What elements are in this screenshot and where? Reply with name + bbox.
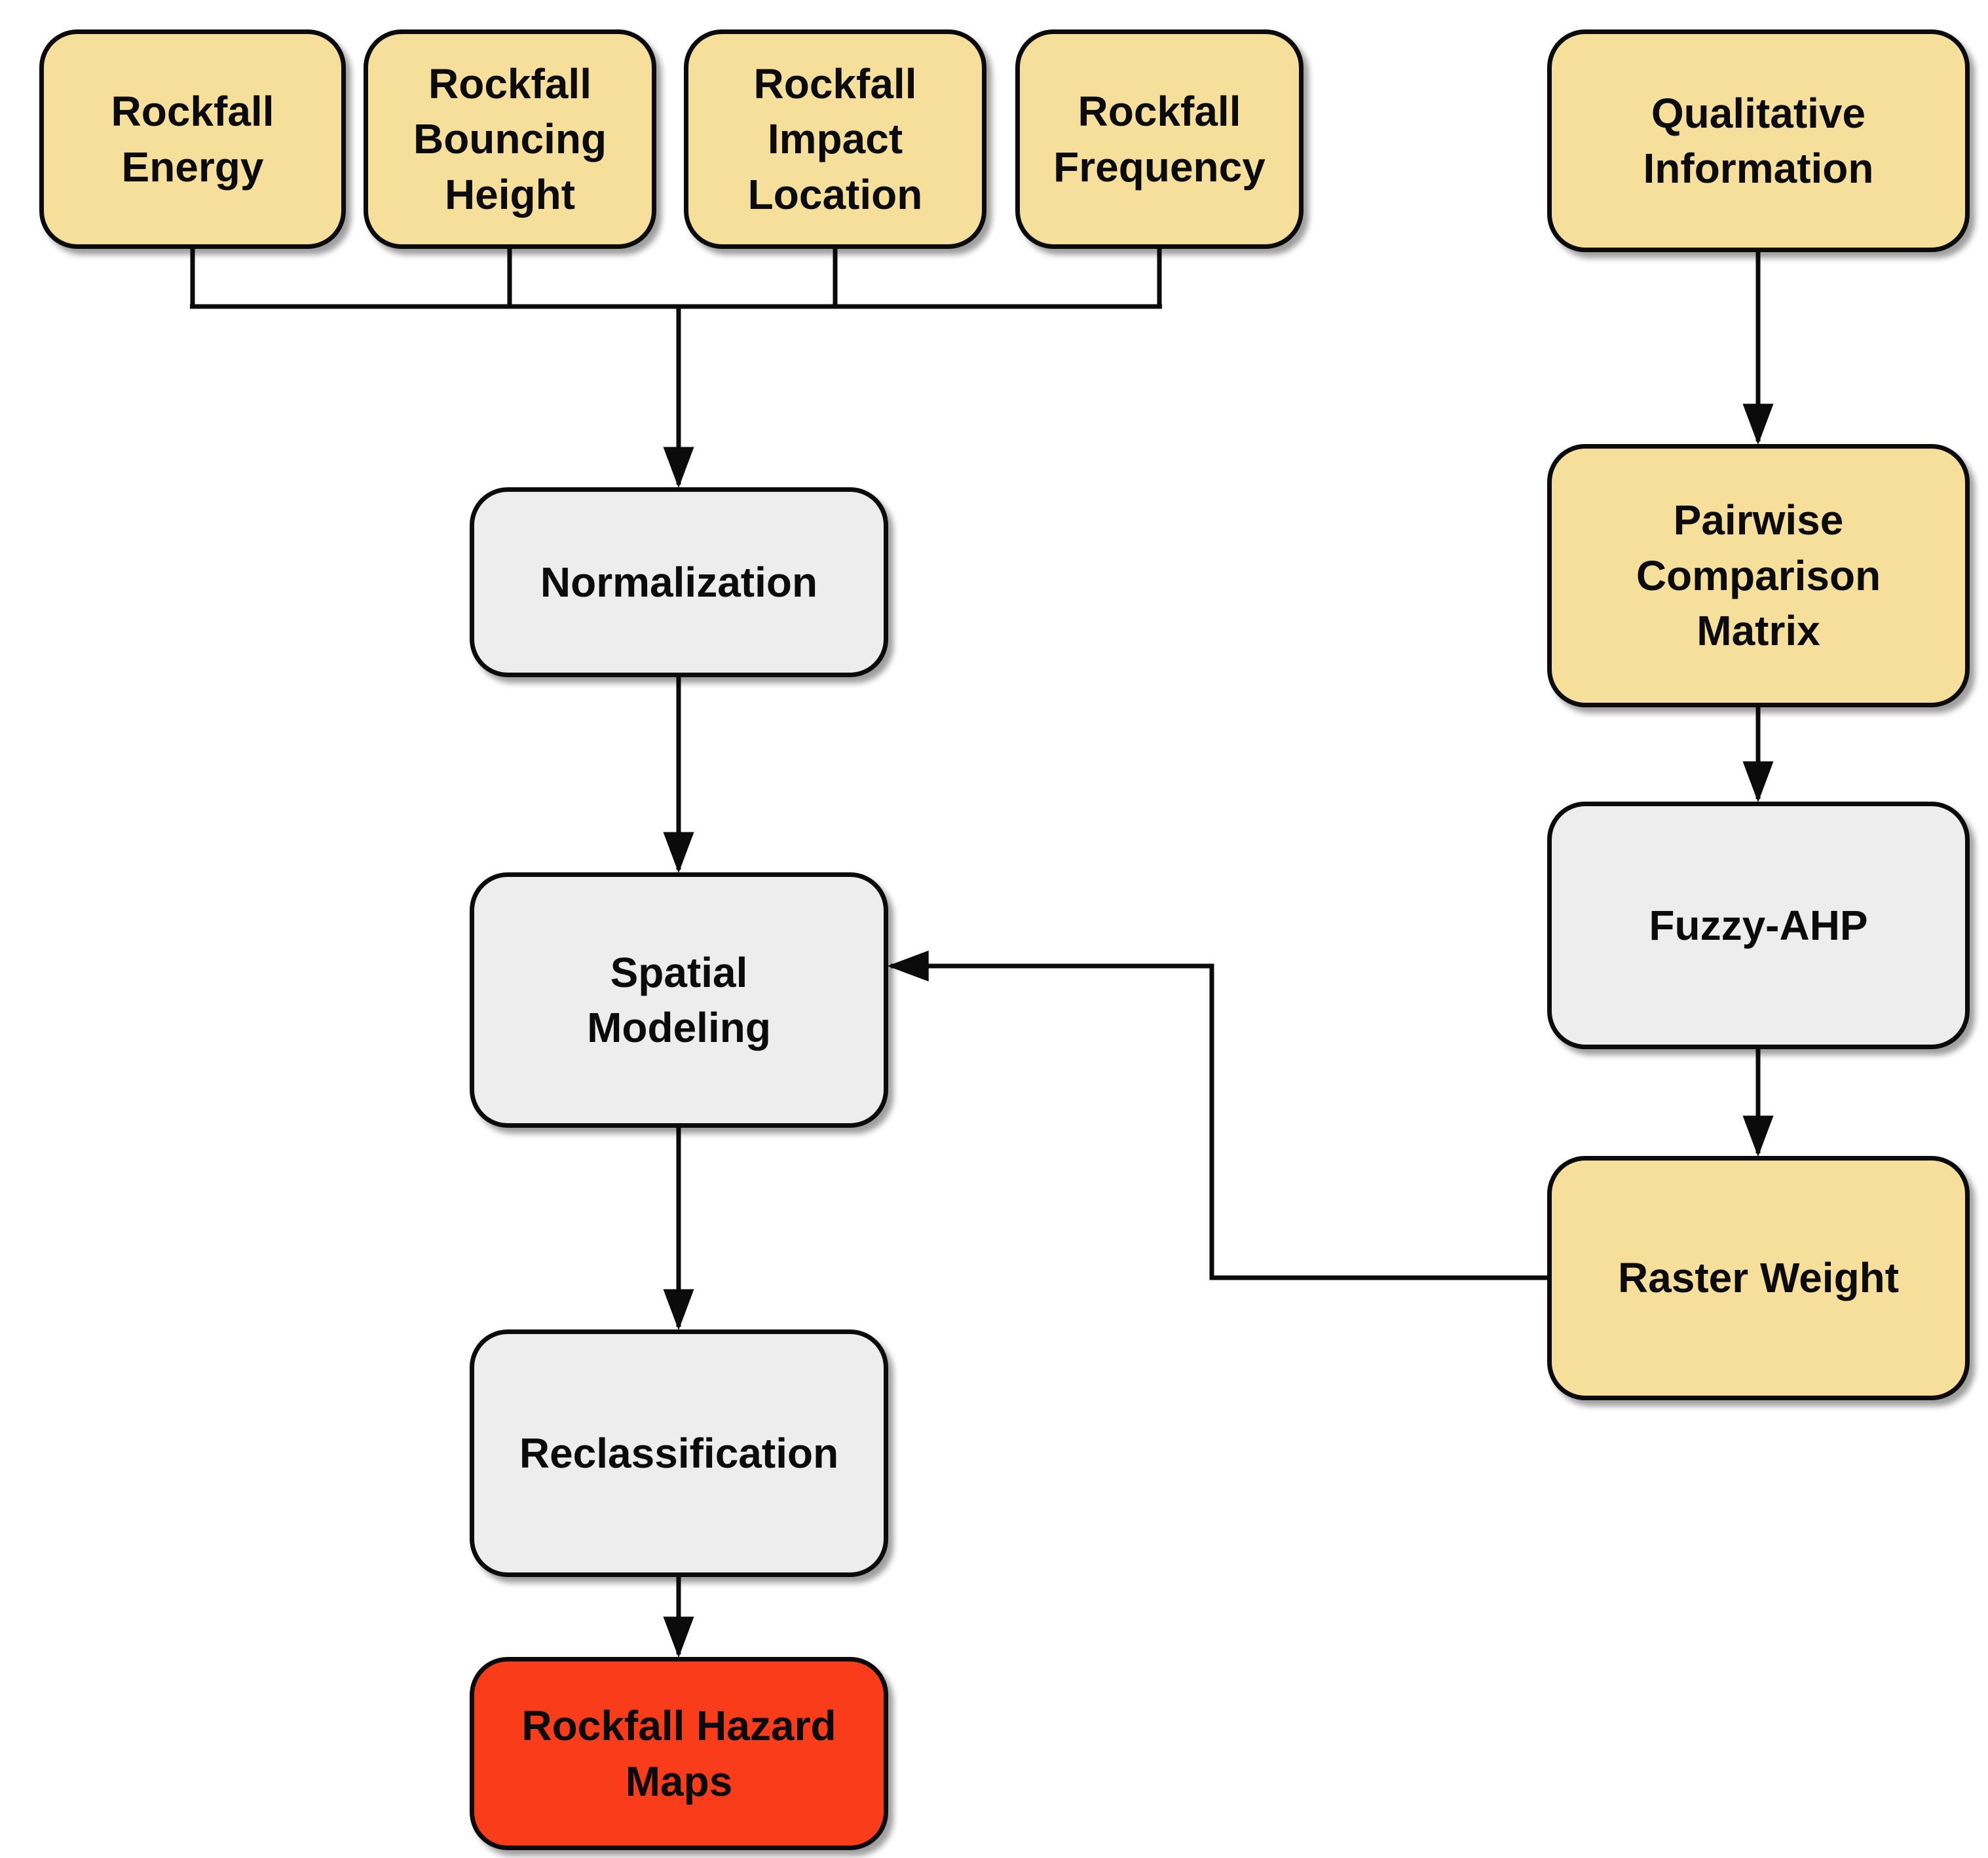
arrow-raster-weight-to-spatial-modeling: [887, 950, 1547, 1280]
node-rockfall-impact-location-label: Rockfall Impact Location: [747, 60, 923, 218]
node-spatial-modeling-label: Spatial Modeling: [587, 948, 771, 1051]
node-spatial-modeling: Spatial Modeling: [470, 872, 888, 1128]
node-reclassification-label: Reclassification: [519, 1429, 839, 1477]
edge-inputs-collector: [190, 248, 1162, 309]
node-rockfall-energy: Rockfall Energy: [39, 29, 346, 249]
node-rockfall-hazard-maps-label: Rockfall Hazard Maps: [521, 1702, 836, 1805]
node-rockfall-bouncing-height: Rockfall Bouncing Height: [364, 29, 656, 249]
node-qualitative-information: Qualitative Information: [1547, 29, 1970, 252]
node-rockfall-frequency-label: Rockfall Frequency: [1053, 88, 1266, 191]
node-raster-weight: Raster Weight: [1547, 1156, 1970, 1400]
node-qualitative-information-label: Qualitative Information: [1643, 89, 1874, 192]
node-rockfall-impact-location: Rockfall Impact Location: [684, 29, 986, 249]
node-reclassification: Reclassification: [470, 1329, 888, 1577]
node-normalization: Normalization: [470, 487, 888, 677]
node-fuzzy-ahp-label: Fuzzy-AHP: [1649, 901, 1868, 949]
node-normalization-label: Normalization: [540, 558, 818, 606]
node-raster-weight-label: Raster Weight: [1617, 1254, 1900, 1302]
node-rockfall-energy-label: Rockfall Energy: [111, 88, 274, 191]
node-rockfall-frequency: Rockfall Frequency: [1015, 29, 1303, 249]
node-rockfall-bouncing-height-label: Rockfall Bouncing Height: [413, 60, 607, 218]
node-pairwise-comparison-matrix-label: Pairwise Comparison Matrix: [1636, 496, 1881, 655]
node-pairwise-comparison-matrix: Pairwise Comparison Matrix: [1547, 444, 1970, 707]
node-rockfall-hazard-maps: Rockfall Hazard Maps: [470, 1657, 888, 1850]
node-fuzzy-ahp: Fuzzy-AHP: [1547, 802, 1970, 1049]
